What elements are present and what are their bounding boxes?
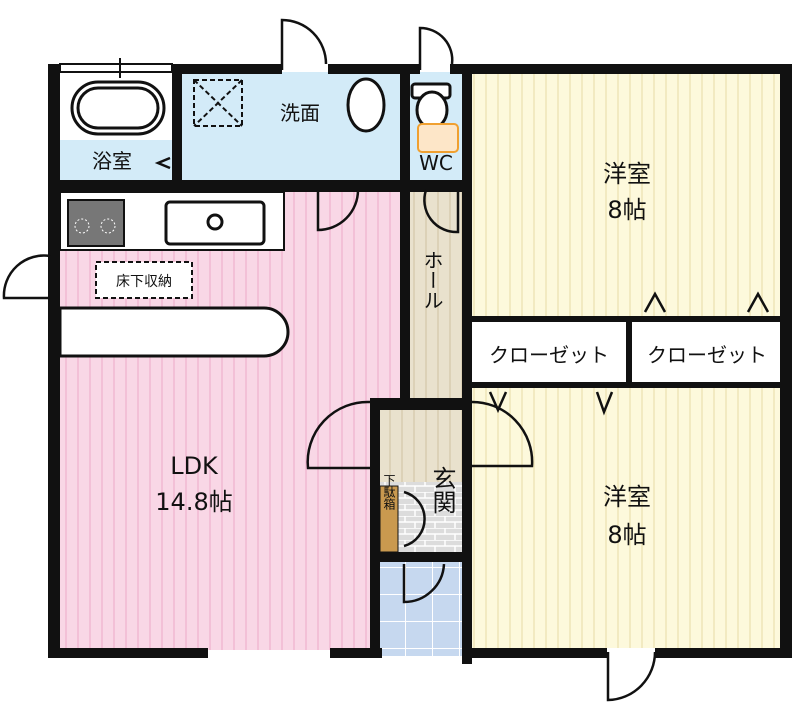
western-room-2-name: 洋室 bbox=[603, 483, 651, 511]
shoe-box bbox=[379, 485, 399, 553]
underfloor-storage-label: 床下収納 bbox=[116, 274, 172, 290]
wc-label: WC bbox=[419, 151, 453, 175]
closet-1-label: クローゼット bbox=[489, 343, 609, 367]
western-room-2-floor bbox=[470, 386, 782, 648]
wash-basin bbox=[346, 77, 386, 133]
entry-hall-floor bbox=[380, 408, 464, 482]
hall-label: ホール bbox=[420, 250, 444, 310]
bath-wet-area bbox=[58, 140, 180, 180]
closet-2-label: クローゼット bbox=[647, 343, 767, 367]
island-counter bbox=[58, 306, 290, 358]
stove-icon bbox=[67, 199, 125, 247]
toilet-mat bbox=[417, 123, 459, 153]
entrance-label: 玄関 bbox=[428, 466, 456, 514]
western-room-1-name: 洋室 bbox=[603, 160, 651, 188]
western-room-1-floor bbox=[470, 72, 782, 320]
doors bbox=[2, 18, 770, 702]
walls bbox=[48, 64, 792, 664]
western-room-2-size: 8帖 bbox=[607, 521, 646, 549]
bath-label: 浴室 bbox=[92, 149, 132, 173]
porch-floor bbox=[380, 562, 464, 656]
ldk-floor bbox=[58, 190, 402, 650]
washroom-label: 洗面 bbox=[280, 101, 320, 125]
ldk-size: 14.8帖 bbox=[155, 488, 232, 516]
washer-space bbox=[193, 79, 243, 127]
underfloor-storage bbox=[95, 261, 193, 299]
ldk-name: LDK bbox=[170, 452, 219, 480]
shoe-box-label: 下駄箱 bbox=[382, 474, 396, 510]
western-room-1-size: 8帖 bbox=[607, 196, 646, 224]
